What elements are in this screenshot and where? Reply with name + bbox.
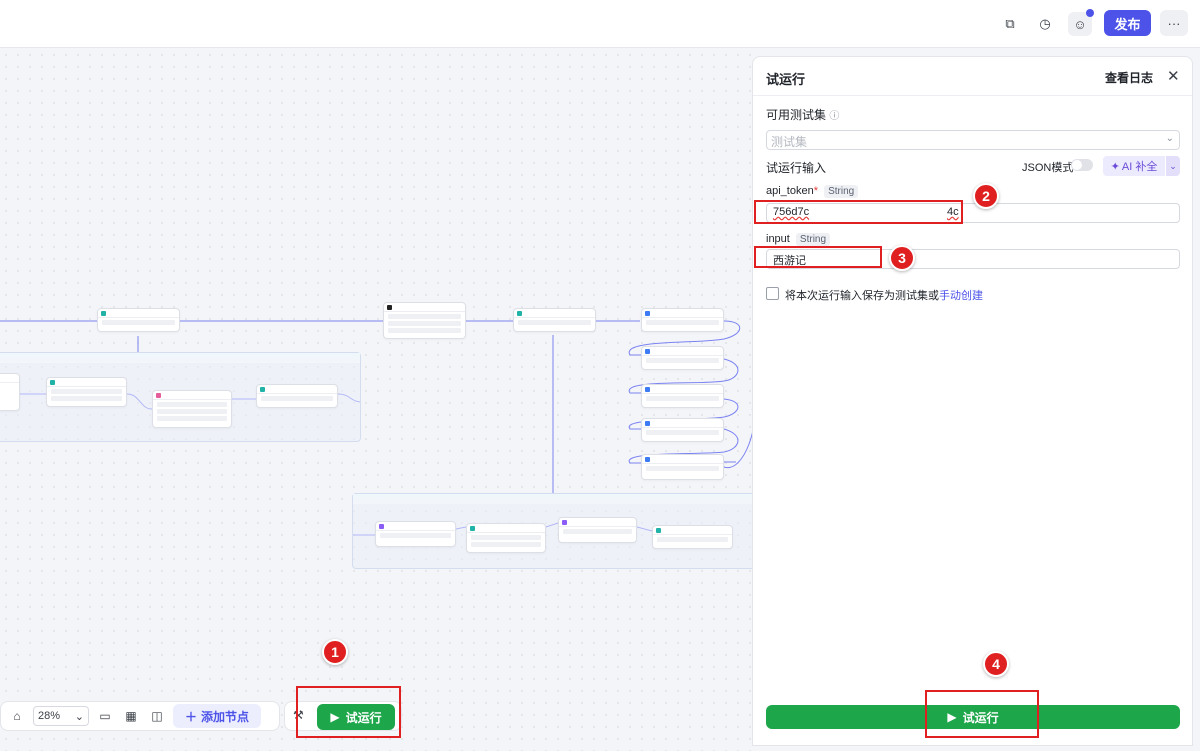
workflow-node[interactable] bbox=[46, 377, 127, 407]
annotation-badge: 4 bbox=[983, 651, 1009, 677]
input-field[interactable]: 西游记 bbox=[766, 249, 1180, 269]
sparkle-icon: ✦ bbox=[1110, 160, 1120, 173]
add-node-button[interactable]: ＋ 添加节点 bbox=[173, 704, 262, 728]
annotation-box bbox=[754, 246, 882, 268]
field-label-api-token: api_token* String bbox=[766, 185, 859, 198]
zoom-value: 28% bbox=[38, 710, 61, 722]
mouse-icon[interactable]: ⌂ bbox=[13, 709, 21, 723]
canvas-toolbar: ⌂ 28% ⌄ ▭ ▦ ◫ ＋ 添加节点 bbox=[0, 701, 280, 731]
annotation-box bbox=[754, 200, 963, 224]
field-label-input: input String bbox=[766, 233, 831, 246]
play-icon: ▶ bbox=[947, 710, 957, 724]
test-run-panel: 试运行 查看日志 ✕ 可用测试集 ⓘ 测试集 ⌄ 试运行输入 JSON模式 ✦ … bbox=[752, 56, 1193, 746]
layers-icon[interactable]: ⧉ bbox=[1005, 16, 1015, 31]
minimap-icon[interactable]: ◫ bbox=[151, 709, 163, 723]
json-mode-label: JSON模式 bbox=[1022, 162, 1074, 174]
notification-badge bbox=[1086, 9, 1094, 17]
testset-placeholder: 测试集 bbox=[771, 135, 808, 149]
annotation-box bbox=[925, 690, 1039, 738]
workflow-node[interactable] bbox=[375, 521, 456, 547]
workflow-node[interactable] bbox=[641, 384, 724, 408]
workflow-canvas[interactable] bbox=[0, 49, 752, 751]
top-bar: ⧉ ◷ ☺ 发布 ··· bbox=[0, 0, 1200, 48]
manual-create-link[interactable]: 手动创建 bbox=[939, 290, 983, 302]
testset-label: 可用测试集 ⓘ bbox=[766, 108, 840, 122]
workflow-node[interactable] bbox=[558, 517, 637, 543]
panel-run-label: 试运行 bbox=[962, 710, 999, 725]
annotation-box bbox=[296, 686, 401, 738]
api-token-input[interactable]: 756d7c 4c bbox=[766, 203, 1180, 223]
required-mark: * bbox=[813, 185, 818, 197]
close-icon[interactable]: ✕ bbox=[1167, 68, 1180, 85]
input-value: 西游记 bbox=[773, 255, 806, 267]
plus-icon: ＋ bbox=[185, 709, 198, 724]
grid-icon[interactable]: ▦ bbox=[125, 709, 137, 723]
wrench-icon[interactable]: ⚒ bbox=[293, 708, 304, 722]
workflow-node[interactable] bbox=[152, 390, 232, 428]
workflow-node[interactable] bbox=[466, 523, 546, 553]
save-testset-text: 将本次运行输入保存为测试集或手动创建 bbox=[785, 290, 983, 302]
type-tag: String bbox=[795, 233, 831, 246]
comment-icon[interactable]: ▭ bbox=[99, 709, 111, 723]
testset-select[interactable]: 测试集 ⌄ bbox=[766, 130, 1180, 150]
workflow-node[interactable] bbox=[513, 308, 596, 332]
annotation-badge: 2 bbox=[973, 183, 999, 209]
workflow-node[interactable] bbox=[97, 308, 180, 332]
add-node-label: 添加节点 bbox=[201, 709, 250, 724]
annotation-badge: 1 bbox=[322, 639, 348, 665]
divider bbox=[753, 95, 1192, 96]
json-mode-toggle[interactable] bbox=[1071, 159, 1093, 171]
api-token-value-suffix: 4c bbox=[947, 206, 959, 218]
view-log-link[interactable]: 查看日志 bbox=[1105, 71, 1154, 85]
api-token-value: 756d7c bbox=[773, 206, 810, 218]
ai-complete-dropdown[interactable]: ⌄ bbox=[1166, 156, 1180, 176]
workflow-node[interactable] bbox=[256, 384, 338, 408]
workflow-node[interactable] bbox=[641, 346, 724, 370]
workflow-node[interactable] bbox=[641, 418, 724, 442]
panel-title: 试运行 bbox=[766, 72, 806, 87]
chevron-down-icon: ⌄ bbox=[1165, 133, 1174, 144]
more-button[interactable]: ··· bbox=[1160, 10, 1188, 36]
workflow-node[interactable] bbox=[641, 454, 724, 480]
workflow-node[interactable] bbox=[383, 302, 466, 339]
zoom-select[interactable]: 28% ⌄ bbox=[33, 706, 89, 726]
workflow-node[interactable] bbox=[652, 525, 733, 549]
canvas-run-label: 试运行 bbox=[345, 710, 382, 725]
play-icon: ▶ bbox=[330, 710, 340, 724]
type-tag: String bbox=[824, 185, 859, 198]
history-icon[interactable]: ◷ bbox=[1039, 16, 1051, 31]
publish-button[interactable]: 发布 bbox=[1104, 10, 1151, 36]
workflow-node[interactable] bbox=[641, 308, 724, 332]
ai-complete-label: AI 补全 bbox=[1121, 161, 1158, 173]
run-input-label: 试运行输入 bbox=[766, 161, 827, 175]
panel-run-button[interactable]: ▶ 试运行 bbox=[766, 705, 1180, 729]
ai-complete-button[interactable]: ✦ AI 补全 bbox=[1103, 156, 1165, 176]
canvas-run-button[interactable]: ▶ 试运行 bbox=[317, 704, 395, 730]
save-testset-checkbox[interactable] bbox=[766, 287, 779, 300]
info-icon: ⓘ bbox=[829, 111, 840, 122]
chevron-down-icon: ⌄ bbox=[74, 710, 84, 723]
annotation-badge: 3 bbox=[889, 245, 915, 271]
workflow-node[interactable] bbox=[0, 373, 20, 411]
